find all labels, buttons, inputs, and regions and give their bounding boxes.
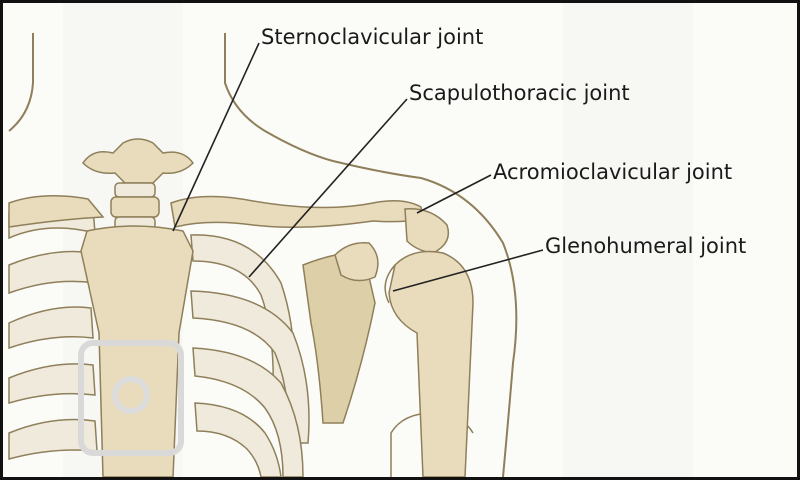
label-scapulothoracic-joint: Scapulothoracic joint [409, 81, 630, 105]
label-acromioclavicular-joint: Acromioclavicular joint [493, 160, 732, 184]
label-glenohumeral-joint: Glenohumeral joint [545, 234, 746, 258]
leader-line-scapulothoracic [249, 99, 407, 277]
humerus [385, 252, 473, 478]
label-sternoclavicular-joint: Sternoclavicular joint [261, 25, 483, 49]
